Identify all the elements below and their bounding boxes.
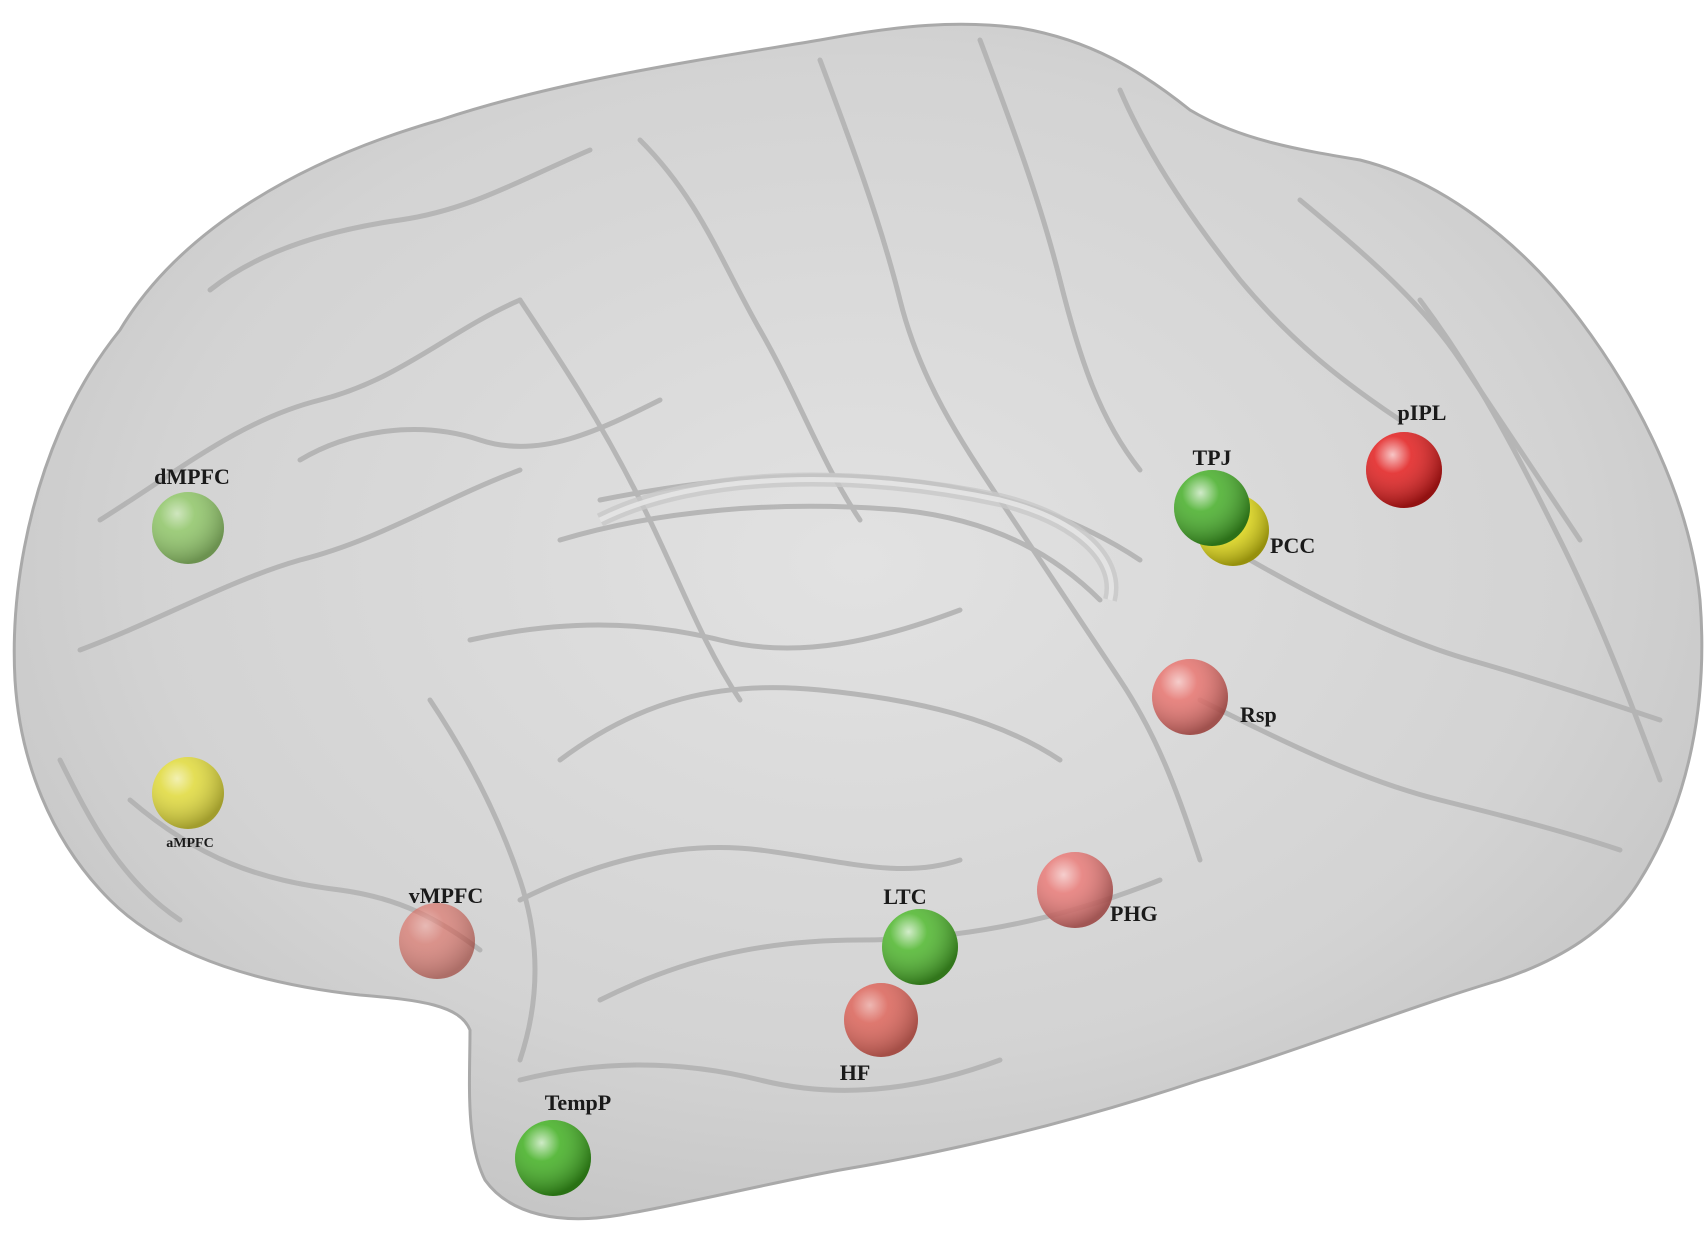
node-label-rsp: Rsp <box>1240 702 1277 727</box>
node-label-vmpfc: vMPFC <box>409 883 484 908</box>
node-label-ampfc: aMPFC <box>166 836 213 851</box>
node-label-dmpfc: dMPFC <box>154 464 230 489</box>
node-label-pcc: PCC <box>1270 533 1315 558</box>
node-label-pipl: pIPL <box>1398 400 1447 425</box>
node-label-tpj: TPJ <box>1192 445 1231 470</box>
node-shading-vmpfc <box>399 903 475 979</box>
node-label-tempp: TempP <box>545 1090 611 1115</box>
node-shading-tpj <box>1174 470 1250 546</box>
node-shading-dmpfc <box>152 492 224 564</box>
node-label-hf: HF <box>840 1060 871 1085</box>
node-label-ltc: LTC <box>883 884 926 909</box>
node-label-phg: PHG <box>1110 901 1158 926</box>
node-shading-phg <box>1037 852 1113 928</box>
node-shading-ampfc <box>152 757 224 829</box>
node-shading-ltc <box>882 909 958 985</box>
node-shading-tempp <box>515 1120 591 1196</box>
node-shading-hf <box>844 983 918 1057</box>
node-shading-pipl <box>1366 432 1442 508</box>
node-shading-rsp <box>1152 659 1228 735</box>
